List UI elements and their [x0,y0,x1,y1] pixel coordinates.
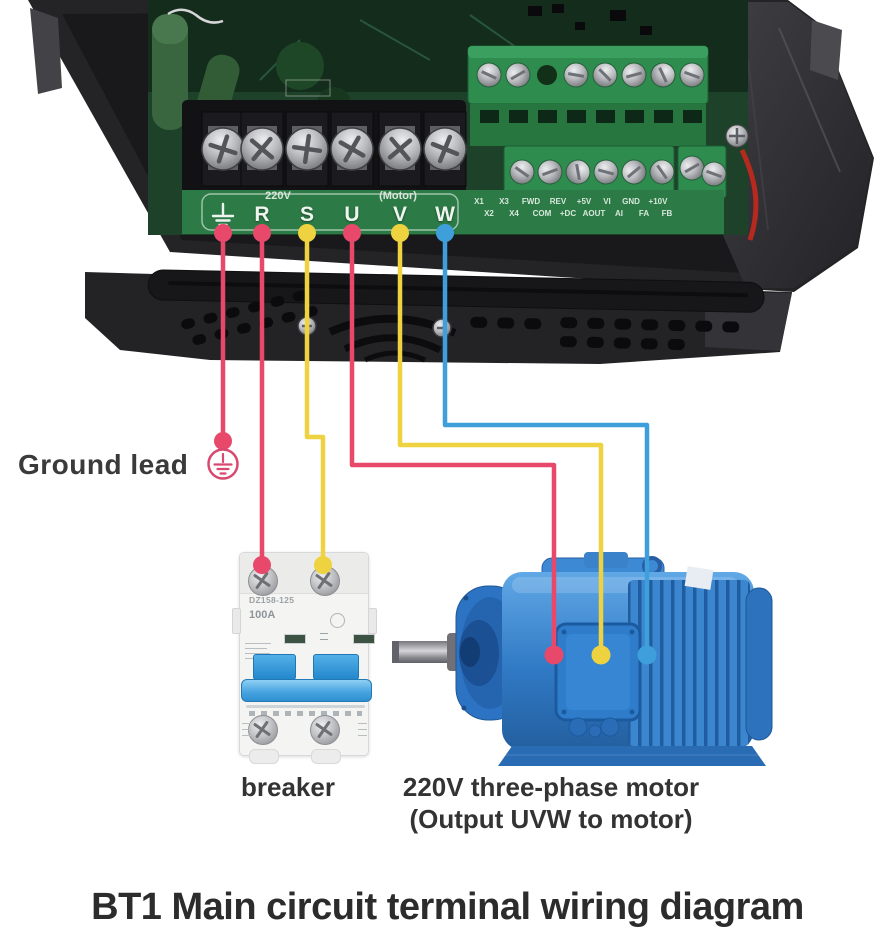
motor-base [498,746,766,766]
ctl-5v: +5V [576,197,592,206]
breaker-toggle-right[interactable] [313,654,359,680]
breaker-side-tab-left [232,608,241,634]
ctl-vi: VI [603,197,611,206]
breaker-foot-right [311,749,341,764]
ctl-fb: FB [661,209,673,218]
terminal-label-v: V [392,203,407,226]
motor-caption-line1: 220V three-phase motor [402,772,700,802]
ctl-10v: +10V [648,197,668,206]
motor-name-plate [684,566,714,590]
red-internal-wire [739,148,759,241]
ctl-ai: AI [615,209,623,218]
control-terminal-blocks [467,45,759,241]
ctl-x2: X2 [484,209,494,218]
breaker-fine-print [245,643,271,644]
breaker-indicator-left [284,634,306,644]
breaker-indicator-right [353,634,375,644]
terminal-label-r: R [254,203,270,226]
ctl-gnd: GND [622,197,640,206]
ctl-com: COM [532,209,552,218]
breaker-toggle-left[interactable] [253,654,296,680]
dot-ground-end [214,432,232,450]
breaker-bottom-screw-left [248,715,278,745]
breaker-rating-text: 100A [249,609,276,621]
ctl-dc: +DC [559,209,577,218]
breaker-caption: breaker [241,772,335,802]
motor-caption-line2: (Output UVW to motor) [409,804,693,834]
case-bottom-panel [85,269,792,364]
terminal-label-u: U [344,203,360,226]
ctl-fwd: FWD [521,197,541,206]
motor-shaft [392,641,454,663]
ctl-x1: X1 [474,197,484,206]
diagram-title: BT1 Main circuit terminal wiring diagram [91,886,804,928]
silkscreen-input-label: 220V [265,190,291,202]
ctl-rev: REV [549,197,567,206]
terminal-label-s: S [299,203,314,226]
ctl-x3: X3 [499,197,509,206]
breaker-model-text: DZ158-125 [249,595,295,605]
motor-junction-box [554,622,642,738]
circuit-breaker: DZ158-125 100A [232,552,377,764]
breaker-lower-strip [246,705,365,708]
breaker-foot-left [249,749,279,764]
motor-caption: 220V three-phase motor (Output UVW to mo… [366,771,736,835]
ctl-aout: AOUT [582,209,606,218]
motor-rear-cap [745,587,773,741]
breaker-side-tab-right [368,608,377,634]
breaker-bottom-screw-right [310,715,340,745]
breaker-top-screw-left [248,566,278,596]
cooling-fins [628,580,750,746]
silkscreen-output-label: (Motor) [379,190,417,202]
three-phase-motor [392,552,773,766]
pcb-mount-screw [725,124,749,148]
breaker-top-screw-right [310,566,340,596]
breaker-dash-row [249,711,362,716]
terminal-label-w: W [435,203,455,226]
ctl-fa: FA [638,209,650,218]
breaker-logo-icon [330,613,345,628]
cable-gland [568,717,588,737]
ground-lead-label: Ground lead [18,449,189,480]
main-terminal-block [182,100,472,198]
breaker-handle-bar[interactable] [241,679,372,702]
ctl-x4: X4 [509,209,519,218]
circled-earth-ground-icon [207,448,239,480]
